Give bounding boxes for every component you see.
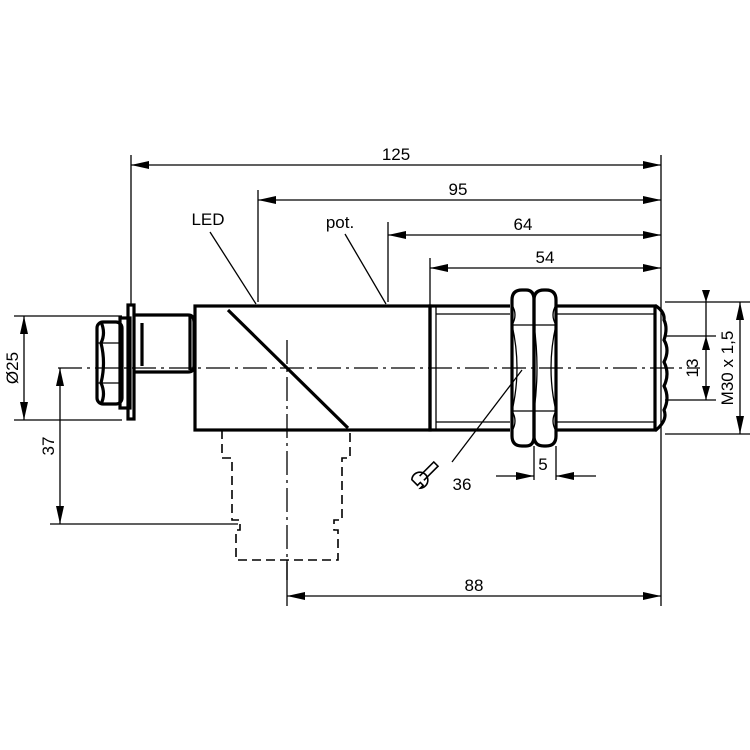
wrench-size-text: 36	[453, 475, 472, 494]
center-lines	[58, 340, 700, 580]
dim-text-95: 95	[449, 180, 468, 199]
connector-dashed-outline	[221, 430, 351, 561]
wrench-icon	[411, 460, 440, 490]
leader-lines	[209, 231, 523, 463]
led-window-edge	[226, 308, 350, 430]
dim-text-54: 54	[536, 248, 555, 267]
extension-lines	[14, 155, 750, 606]
led-label: LED	[191, 210, 224, 229]
dim-text-37: 37	[39, 437, 58, 456]
dimension-lines	[20, 161, 744, 600]
dim-text-diameter: Ø25	[3, 352, 22, 384]
dim-text-5: 5	[538, 455, 547, 474]
led-leader	[209, 231, 257, 305]
cable-gland-nut	[95, 320, 124, 406]
dim-text-125: 125	[382, 145, 410, 164]
dim-text-64: 64	[514, 215, 533, 234]
sensor-lens	[654, 304, 669, 432]
dim-text-thread: M30 x 1,5	[718, 331, 737, 406]
dimension-texts: 125 95 64 54 88 5 36 LED pot. Ø25 37 13 …	[3, 145, 737, 595]
dim-text-88: 88	[465, 576, 484, 595]
pot-label: pot.	[326, 213, 354, 232]
pot-leader	[344, 233, 387, 305]
end-cap-ring	[118, 316, 132, 410]
wrench-leader	[451, 369, 523, 463]
dim-text-13: 13	[683, 359, 702, 378]
adjustment-cover	[134, 313, 196, 374]
